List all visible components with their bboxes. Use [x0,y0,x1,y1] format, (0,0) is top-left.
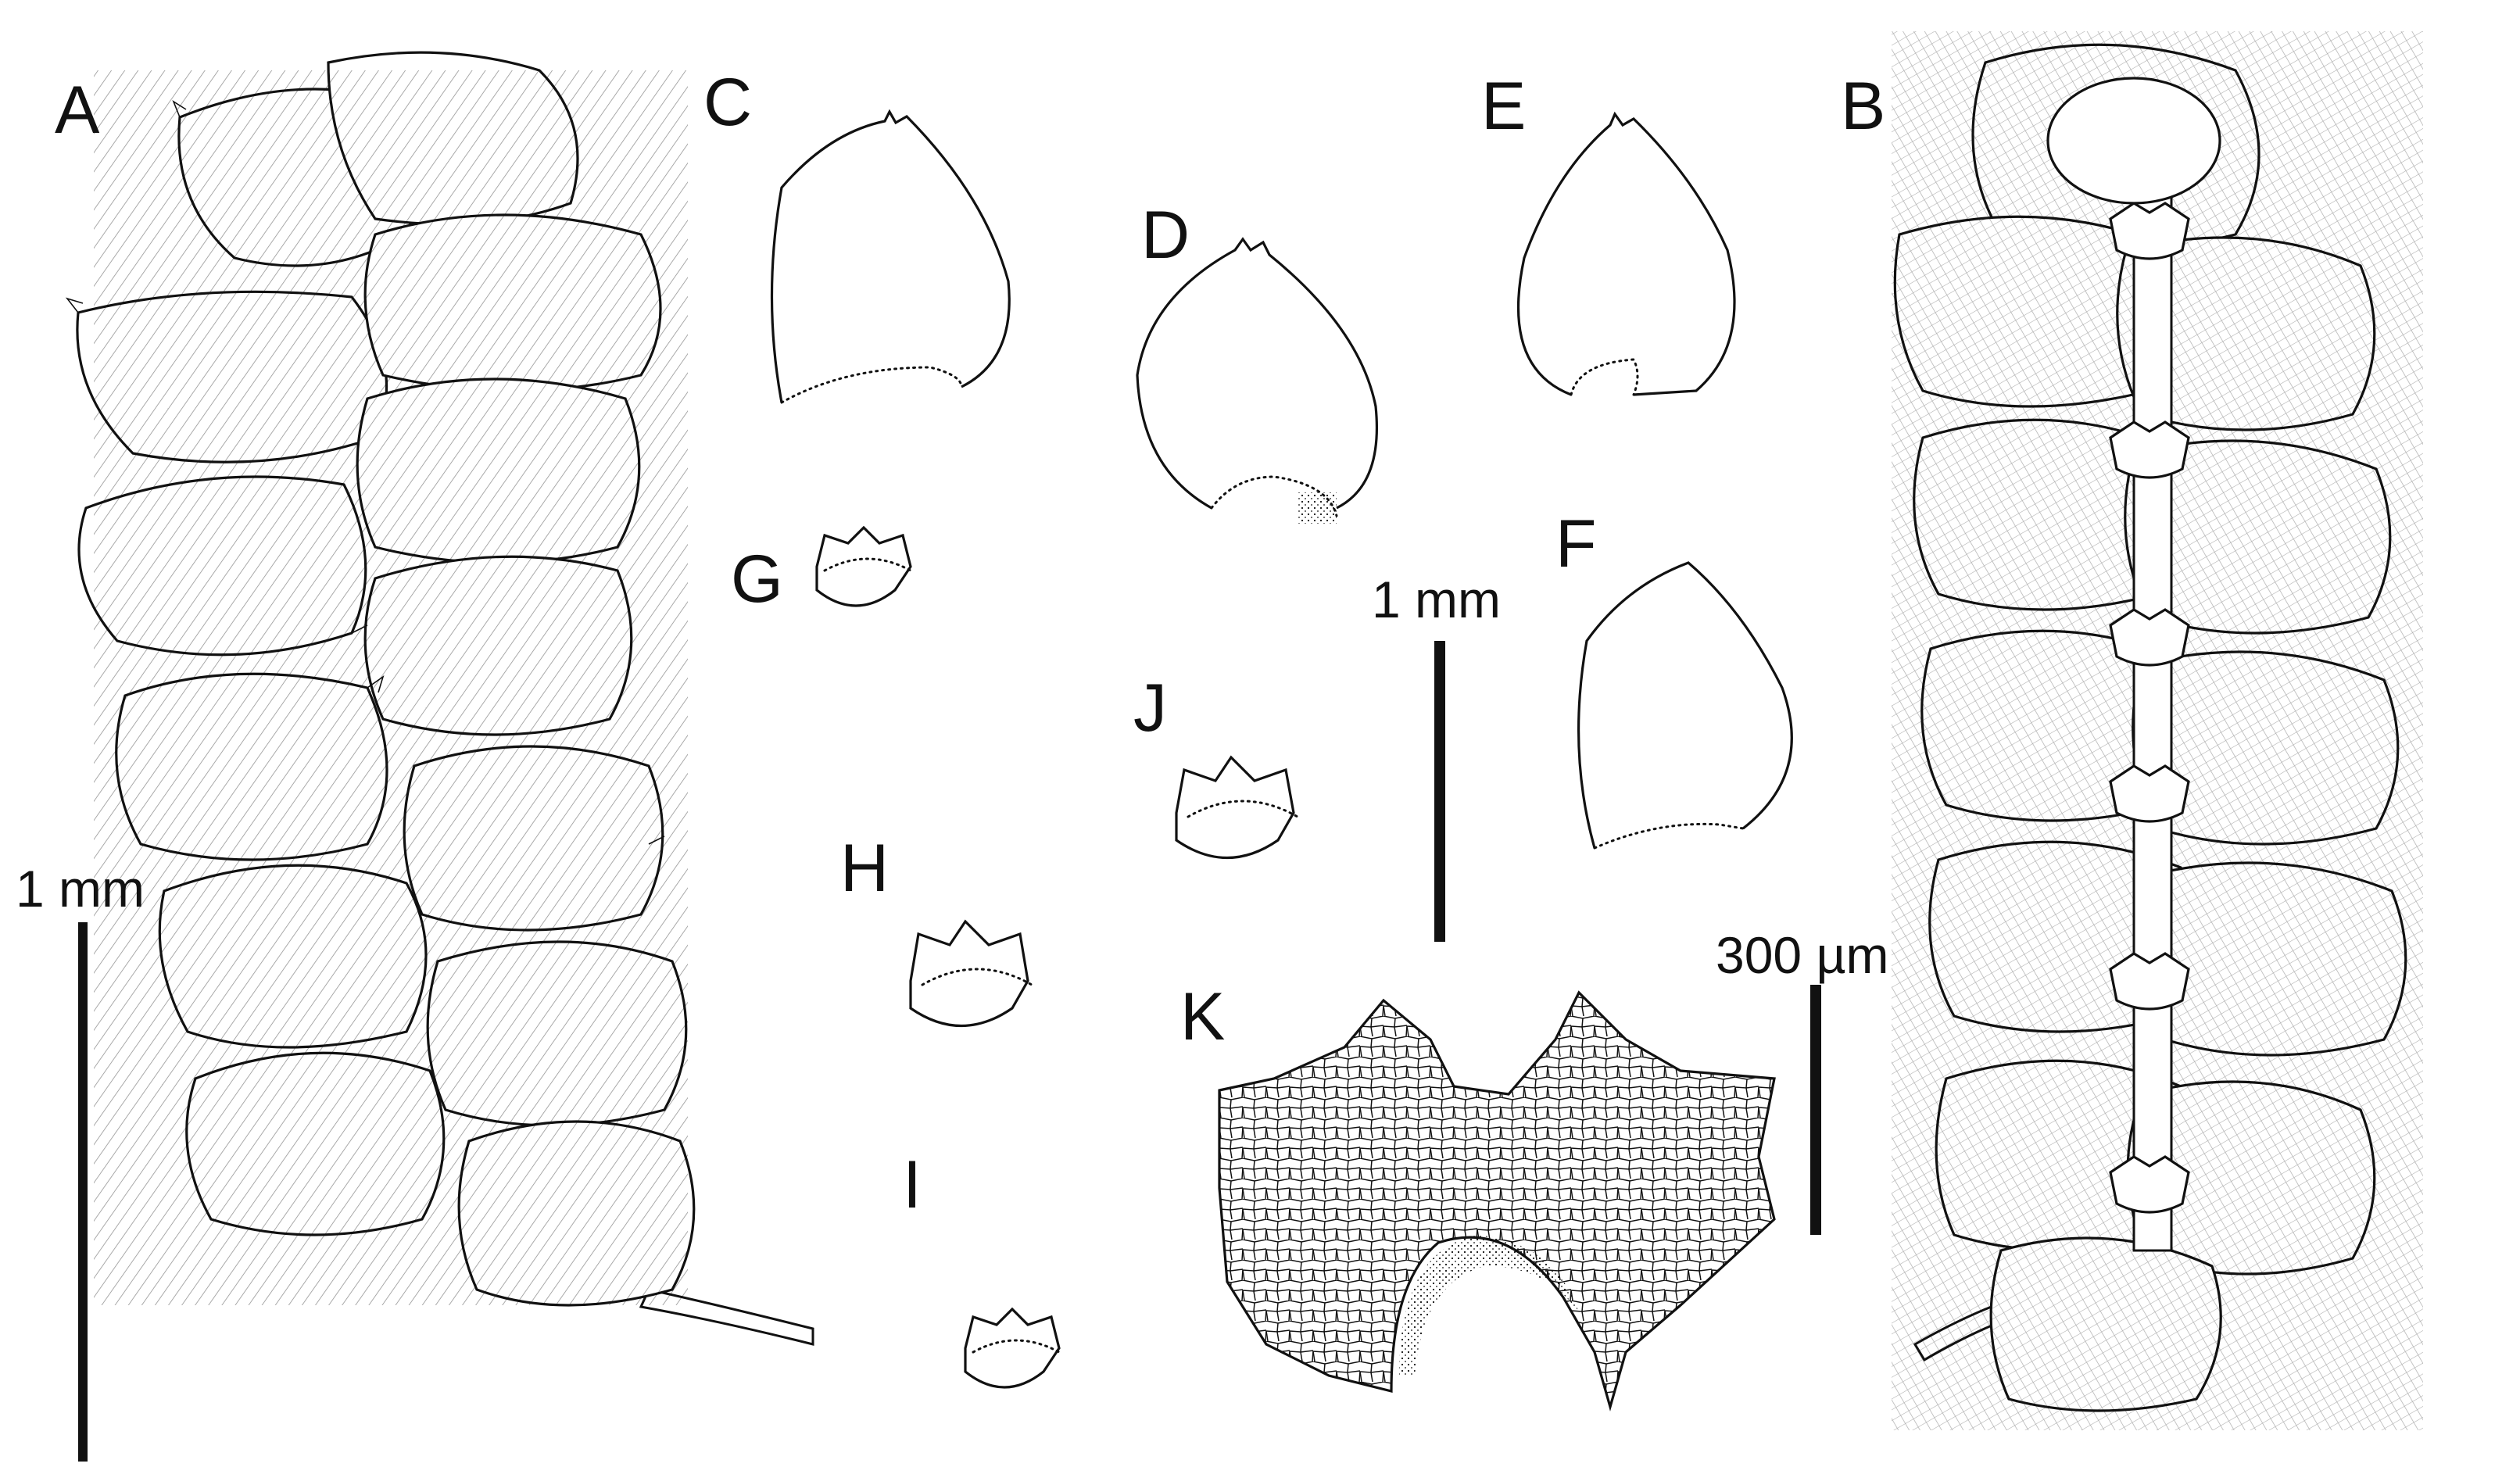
panel-label-h: H [840,831,889,906]
panel-label-i: I [903,1147,922,1222]
panel-a-shoot [65,51,814,1346]
shoot-b-underleaf [2109,420,2190,479]
leaf-c-base [780,366,963,404]
scale-bar-line [78,922,88,1462]
shoot-b-underleaf [2109,764,2190,823]
panel-label-b: B [1841,69,1885,144]
leaf-e-outline [1516,111,1736,396]
panel-label-e: E [1481,69,1526,144]
panel-b-shoot [1892,31,2423,1430]
panel-label-g: G [731,542,783,617]
leaf-e [1516,111,1736,396]
underleaf-k-outline [1218,990,1776,1412]
shoot-a-shading [94,70,688,1305]
underleaf-h [909,919,1033,1027]
panel-label-a: A [55,73,100,148]
scale-bar-line [1434,641,1445,942]
shoot-b-central-stem [2132,170,2173,1252]
leaf-c-outline [770,109,1011,403]
leaf-e-base [1570,358,1639,396]
shoot-b-underleaf [2109,952,2190,1011]
underleaf-h-outline [909,919,1029,1027]
leaf-d-base-stipple [1298,492,1337,524]
leaf-f-outline [1577,561,1793,849]
underleaf-h-insertion [921,968,1033,986]
leaf-f [1577,561,1793,850]
leaf-c [770,109,1011,404]
underleaf-j [1175,755,1299,859]
underleaf-i-insertion [972,1339,1061,1354]
panel-label-c: C [703,65,752,140]
scale-bar-shoot-b: 300 µm [1716,926,1888,1235]
leaf-d [1136,237,1379,524]
scale-bar-label: 300 µm [1716,926,1888,984]
underleaf-i [964,1307,1061,1389]
scale-bar-line [1810,985,1821,1235]
shoot-b-underleaf [2109,608,2190,667]
underleaf-g-outline [815,525,912,607]
panel-label-d: D [1141,198,1190,273]
underleaf-i-outline [964,1307,1061,1389]
underleaf-g [815,525,912,607]
panel-k-cell-detail [1218,990,1776,1412]
shoot-b-underleaf [2109,1155,2190,1214]
underleaf-j-outline [1175,755,1295,859]
leaf-f-base [1593,822,1745,850]
scale-bar-leaves-cf: 1 mm [1372,571,1501,942]
underleaf-g-insertion [823,557,912,572]
panel-label-k: K [1180,979,1225,1054]
scale-bar-shoot-a: 1 mm [16,860,145,1462]
scale-bar-label: 1 mm [16,860,145,918]
shoot-b-apex [2046,77,2221,205]
panel-label-f: F [1555,506,1597,581]
leaf-d-outline [1136,237,1379,510]
underleaf-j-insertion [1187,800,1299,818]
shoot-a-leaf-teeth [65,100,665,845]
scale-bar-label: 1 mm [1372,571,1501,628]
underleaf-k-stipple [1399,1235,1579,1376]
shoot-b-underleaf [2109,202,2190,260]
panel-label-j: J [1133,671,1167,746]
